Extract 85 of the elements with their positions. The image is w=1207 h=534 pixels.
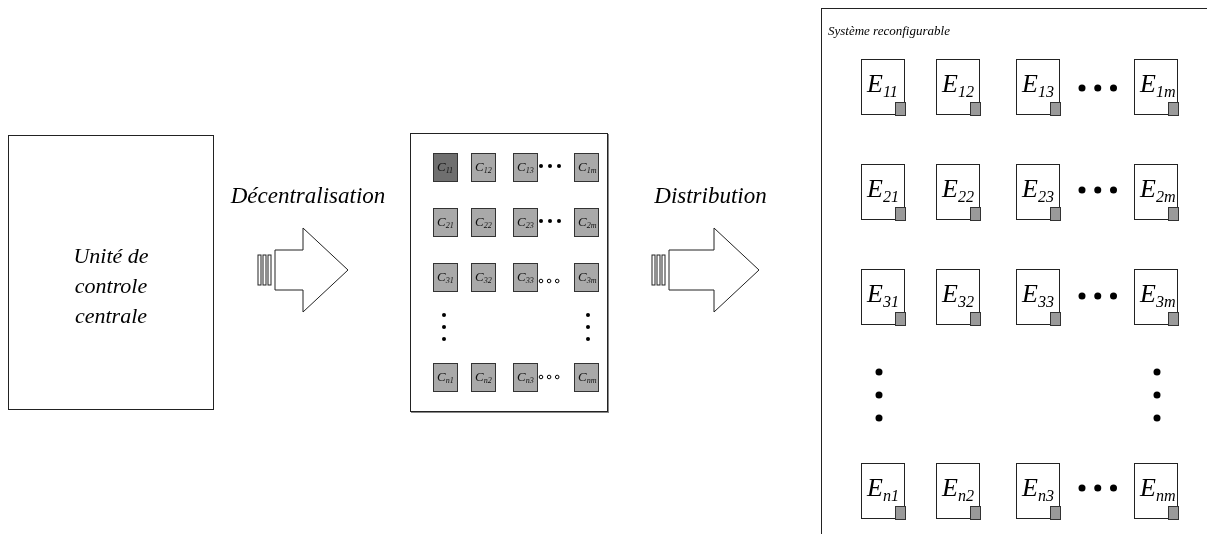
grid-panel xyxy=(410,133,608,412)
cell-label: C$_{22}$ xyxy=(475,214,492,230)
cell-label: C$_{2m}$ xyxy=(578,214,597,230)
mini-controller-box xyxy=(1168,506,1179,520)
cell-label: C$_{3m}$ xyxy=(578,269,597,285)
mini-controller-box xyxy=(895,506,906,520)
cell-label: E$_{13}$ xyxy=(1022,69,1054,99)
control-unit-box xyxy=(8,135,214,410)
controller-cell xyxy=(433,208,458,237)
element-box xyxy=(936,463,980,519)
mini-controller-box xyxy=(1168,102,1179,116)
controller-cell xyxy=(513,208,538,237)
controller-cell xyxy=(574,153,599,182)
cell-label: C$_{n3}$ xyxy=(517,369,534,385)
cell-label: C$_{21}$ xyxy=(437,214,454,230)
mini-controller-box xyxy=(1050,312,1061,326)
cell-label: C$_{11}$ xyxy=(437,159,454,175)
mini-controller-box xyxy=(970,102,981,116)
controller-cell xyxy=(513,263,538,292)
cell-label: E$_{1m}$ xyxy=(1140,69,1176,99)
cell-label: C$_{n2}$ xyxy=(475,369,492,385)
cell-label: E$_{22}$ xyxy=(942,174,974,204)
panel-title: Système reconfigurable xyxy=(828,23,950,39)
element-box xyxy=(1134,164,1178,220)
element-box xyxy=(936,269,980,325)
mini-controller-box xyxy=(1168,207,1179,221)
controller-cell xyxy=(433,153,458,182)
element-box xyxy=(1134,463,1178,519)
mini-controller-box xyxy=(1050,102,1061,116)
cell-label: C$_{31}$ xyxy=(437,269,454,285)
controller-cell xyxy=(433,263,458,292)
cell-label: C$_{n1}$ xyxy=(437,369,454,385)
element-box xyxy=(861,463,905,519)
mini-controller-box xyxy=(1168,312,1179,326)
mini-controller-box xyxy=(895,312,906,326)
element-box xyxy=(1016,164,1060,220)
controller-cell xyxy=(513,153,538,182)
element-box xyxy=(1016,269,1060,325)
element-box xyxy=(1016,59,1060,115)
cell-label: E$_{n2}$ xyxy=(942,473,974,503)
element-box xyxy=(1134,59,1178,115)
controller-cell xyxy=(574,208,599,237)
controller-cell xyxy=(574,263,599,292)
cell-label: E$_{33}$ xyxy=(1022,279,1054,309)
cell-label: E$_{n3}$ xyxy=(1022,473,1054,503)
controller-cell xyxy=(471,363,496,392)
controller-cell xyxy=(471,263,496,292)
controller-cell xyxy=(513,363,538,392)
element-box xyxy=(1134,269,1178,325)
cell-label: E$_{21}$ xyxy=(867,174,899,204)
cell-label: E$_{2m}$ xyxy=(1140,174,1176,204)
cell-label: C$_{32}$ xyxy=(475,269,492,285)
cell-label: E$_{3m}$ xyxy=(1140,279,1176,309)
cell-label: E$_{n1}$ xyxy=(867,473,899,503)
mini-controller-box xyxy=(970,506,981,520)
cell-label: C$_{13}$ xyxy=(517,159,534,175)
mini-controller-box xyxy=(1050,506,1061,520)
mini-controller-box xyxy=(895,102,906,116)
cell-label: C$_{33}$ xyxy=(517,269,534,285)
element-box xyxy=(861,59,905,115)
cell-label: E$_{nm}$ xyxy=(1140,473,1176,503)
mini-controller-box xyxy=(970,207,981,221)
cell-label: E$_{12}$ xyxy=(942,69,974,99)
element-box xyxy=(936,59,980,115)
cell-label: C$_{1m}$ xyxy=(578,159,597,175)
system-panel xyxy=(821,8,1207,534)
cell-label: C$_{12}$ xyxy=(475,159,492,175)
cell-label: E$_{32}$ xyxy=(942,279,974,309)
mini-controller-box xyxy=(1050,207,1061,221)
cell-label: E$_{11}$ xyxy=(867,69,898,99)
box-label: Unité de controle centrale xyxy=(72,242,150,330)
cell-label: C$_{23}$ xyxy=(517,214,534,230)
controller-cell xyxy=(471,208,496,237)
element-box xyxy=(1016,463,1060,519)
element-box xyxy=(936,164,980,220)
controller-cell xyxy=(433,363,458,392)
cell-label: E$_{23}$ xyxy=(1022,174,1054,204)
controller-cell xyxy=(574,363,599,392)
element-box xyxy=(861,269,905,325)
cell-label: E$_{31}$ xyxy=(867,279,899,309)
cell-label: C$_{nm}$ xyxy=(578,369,597,385)
controller-cell xyxy=(471,153,496,182)
element-box xyxy=(861,164,905,220)
mini-controller-box xyxy=(895,207,906,221)
mini-controller-box xyxy=(970,312,981,326)
